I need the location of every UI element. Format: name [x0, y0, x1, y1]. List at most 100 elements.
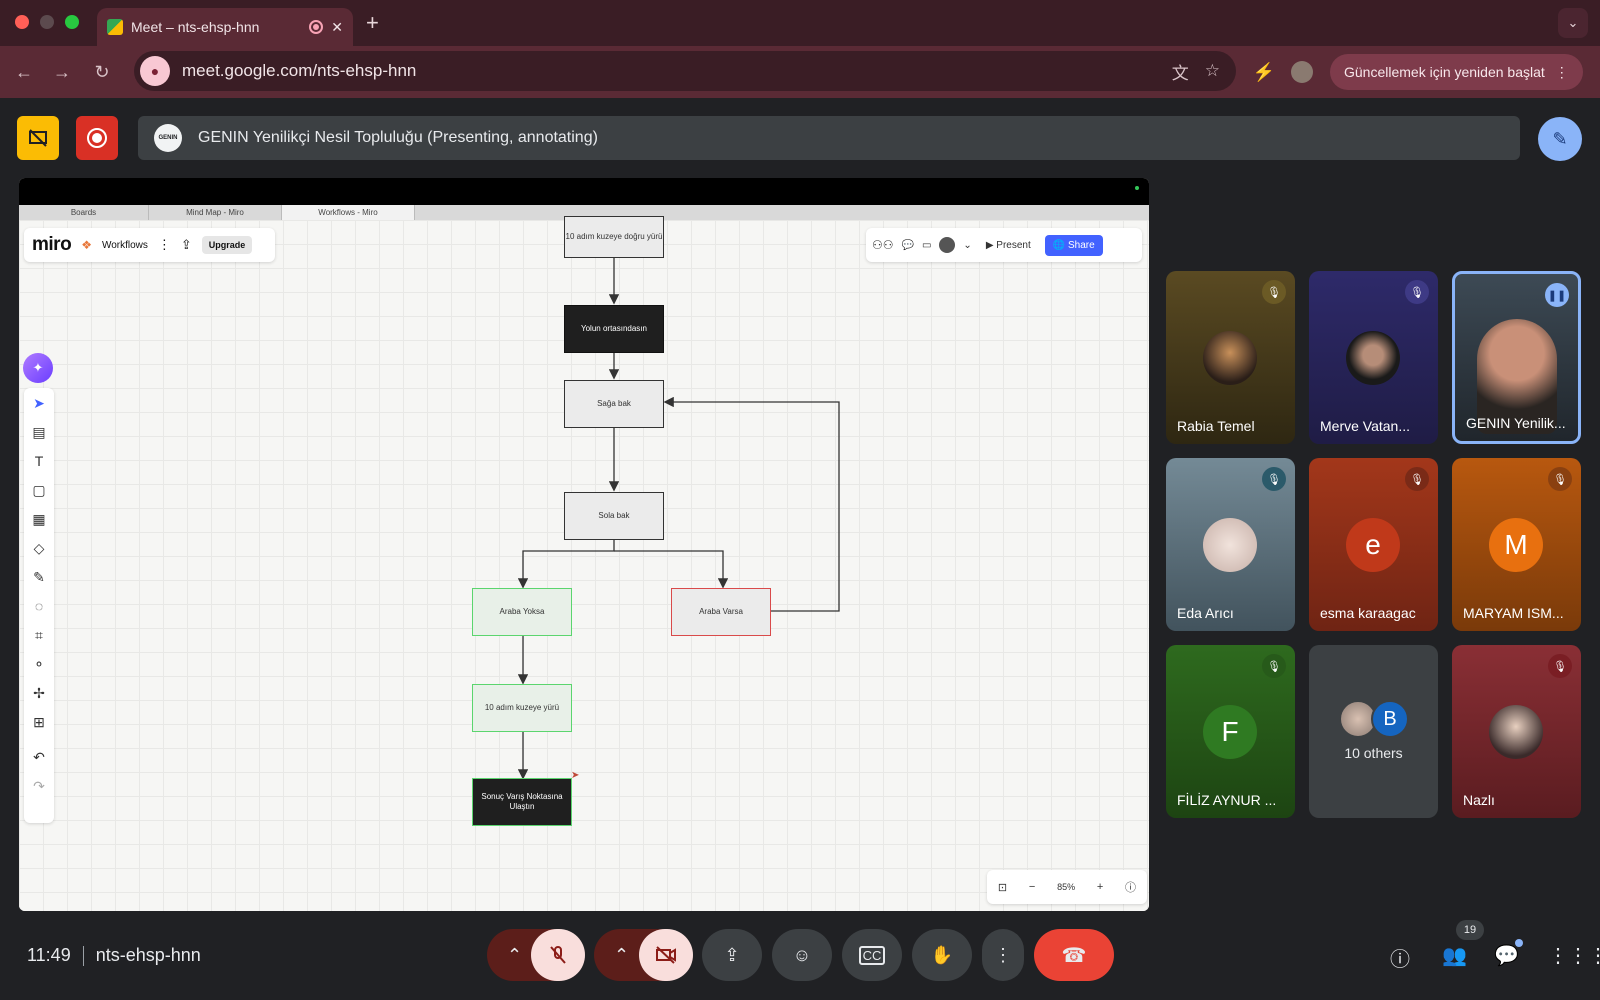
- diagram-icon[interactable]: ⚬: [33, 656, 45, 672]
- bookmark-star-icon[interactable]: ☆: [1204, 61, 1220, 80]
- zoom-out-button[interactable]: −: [1028, 881, 1036, 893]
- presentation-status-bar: GENIN GENIN Yenilikçi Nesil Topluluğu (P…: [138, 116, 1520, 160]
- mic-in-use-icon[interactable]: ●: [140, 56, 170, 86]
- relaunch-update-button[interactable]: Güncellemek için yeniden başlat ⋮: [1330, 54, 1583, 90]
- extensions-icon[interactable]: ⚡: [1252, 61, 1276, 82]
- back-button[interactable]: ←: [15, 61, 33, 82]
- video-icon[interactable]: ▭: [921, 239, 932, 251]
- flow-node-walk-north[interactable]: 10 adım kuzeye doğru yürü: [564, 216, 664, 258]
- forward-button[interactable]: →: [53, 61, 71, 82]
- participant-tile[interactable]: 🎙 M MARYAM ISM...: [1452, 458, 1581, 631]
- address-bar[interactable]: ● meet.google.com/nts-ehsp-hnn 文 ☆: [134, 51, 1236, 91]
- camera-feed: [1477, 319, 1557, 434]
- templates-icon[interactable]: ▤: [32, 424, 46, 440]
- captions-button[interactable]: CC: [842, 929, 902, 981]
- camera-toggle-button[interactable]: [639, 929, 693, 981]
- camera-dot-icon: [1135, 186, 1139, 190]
- url-text[interactable]: meet.google.com/nts-ehsp-hnn: [182, 61, 417, 80]
- minimize-window-button[interactable]: [40, 15, 54, 29]
- people-icon[interactable]: 👥: [1442, 945, 1467, 967]
- maximize-window-button[interactable]: [65, 15, 79, 29]
- export-icon[interactable]: ⇪: [180, 237, 192, 252]
- redo-icon[interactable]: ↷: [33, 778, 45, 794]
- table-icon[interactable]: ▦: [32, 511, 46, 527]
- flow-node-walk-north-10[interactable]: 10 adım kuzeye yürü: [472, 684, 572, 732]
- flow-node-look-right[interactable]: Sağa bak: [564, 380, 664, 428]
- participant-tile[interactable]: 🎙 Nazlı: [1452, 645, 1581, 818]
- reload-button[interactable]: ↻: [94, 61, 110, 82]
- sticky-note-icon[interactable]: ▢: [32, 482, 46, 498]
- user-avatar[interactable]: [939, 237, 956, 253]
- chat-icon[interactable]: 💬: [1494, 939, 1523, 968]
- profile-avatar[interactable]: [1288, 58, 1316, 86]
- annotate-button[interactable]: ✎: [1538, 117, 1582, 161]
- participant-name: GENIN Yenilik...: [1466, 415, 1566, 431]
- stop-presenting-button[interactable]: [17, 116, 59, 160]
- meeting-details-icon[interactable]: ⓘ: [1390, 949, 1410, 971]
- reactions-button[interactable]: ☺: [772, 929, 832, 981]
- tab-title: Meet – nts-ehsp-hnn: [131, 19, 260, 35]
- avatar: [1203, 331, 1257, 385]
- participant-tile[interactable]: 🎙 Merve Vatan...: [1309, 271, 1438, 444]
- more-menu-icon[interactable]: ⋮: [1554, 63, 1569, 80]
- more-options-button[interactable]: ⋮: [982, 929, 1024, 981]
- frame-icon[interactable]: ⌗: [35, 627, 43, 643]
- genin-logo: GENIN: [154, 124, 182, 152]
- fit-screen-icon[interactable]: ⊡: [997, 881, 1008, 894]
- present-screen-button[interactable]: ⇪: [702, 929, 762, 981]
- mindmap-icon[interactable]: ✢: [33, 685, 45, 701]
- ai-sparkle-button[interactable]: ✦: [23, 353, 53, 383]
- upgrade-button[interactable]: Upgrade: [201, 236, 253, 254]
- select-tool-icon[interactable]: ➤: [33, 395, 45, 411]
- comments-icon[interactable]: 💬: [901, 239, 914, 251]
- new-tab-button[interactable]: +: [366, 10, 379, 35]
- recording-button[interactable]: [76, 116, 118, 160]
- text-tool-icon[interactable]: T: [34, 453, 44, 469]
- participant-tile[interactable]: 🎙 e esma karaagac: [1309, 458, 1438, 631]
- help-icon[interactable]: ⓘ: [1125, 882, 1137, 894]
- reactions-icon[interactable]: ⚇⚇: [872, 238, 894, 252]
- pen-icon[interactable]: ✎: [33, 569, 45, 585]
- board-icon: ❖: [81, 238, 92, 252]
- record-icon: [87, 128, 107, 148]
- leave-call-button[interactable]: ☎: [1034, 929, 1114, 981]
- browser-toolbar: ← → ↻ ● meet.google.com/nts-ehsp-hnn 文 ☆…: [0, 46, 1600, 98]
- board-menu-icon[interactable]: ⋮: [157, 237, 171, 252]
- tab-search-button[interactable]: ⌄: [1558, 8, 1588, 38]
- mic-off-icon: [550, 946, 566, 964]
- close-tab-icon[interactable]: ✕: [331, 18, 343, 35]
- shapes-icon[interactable]: ◇: [33, 540, 45, 556]
- flow-node-look-left[interactable]: Sola bak: [564, 492, 664, 540]
- avatar-initial: M: [1489, 518, 1543, 572]
- board-name[interactable]: Workflows: [101, 239, 148, 251]
- pen-sparkle-icon: ✎: [1552, 128, 1568, 149]
- avatar: [1203, 518, 1257, 572]
- raise-hand-button[interactable]: ✋: [912, 929, 972, 981]
- comment-icon[interactable]: ◌: [34, 598, 44, 614]
- participant-tile[interactable]: 🎙 Eda Arıcı: [1166, 458, 1295, 631]
- translate-icon[interactable]: 文: [1171, 63, 1189, 83]
- others-tile[interactable]: B 10 others: [1309, 645, 1438, 818]
- participant-tile[interactable]: 🎙 Rabia Temel: [1166, 271, 1295, 444]
- close-window-button[interactable]: [15, 15, 29, 29]
- chevron-down-icon[interactable]: ⌄: [963, 239, 972, 251]
- miro-share-button[interactable]: 🌐 Share: [1044, 234, 1103, 256]
- activities-icon[interactable]: ⋮⋮⋮: [1548, 945, 1600, 967]
- divider: [82, 945, 84, 966]
- mic-toggle-button[interactable]: [531, 929, 585, 981]
- flow-node-arrived[interactable]: Sonuç Varış Noktasına Ulaştın: [472, 778, 572, 826]
- participant-tile[interactable]: 🎙 F FİLİZ AYNUR ...: [1166, 645, 1295, 818]
- mic-off-icon: 🎙: [1548, 467, 1572, 491]
- zoom-in-button[interactable]: +: [1096, 881, 1104, 893]
- undo-icon[interactable]: ↶: [33, 749, 45, 765]
- flow-node-middle-of-road[interactable]: Yolun ortasındasın: [564, 305, 664, 353]
- more-tools-icon[interactable]: ⊞: [33, 714, 45, 730]
- screen-top-bar: [19, 178, 1149, 205]
- flow-node-no-car[interactable]: Araba Yoksa: [472, 588, 572, 636]
- mic-off-icon: 🎙: [1405, 280, 1429, 304]
- presenting-label: GENIN Yenilikçi Nesil Topluluğu (Present…: [198, 129, 598, 146]
- participant-tile-speaking[interactable]: ❚❚ GENIN Yenilik...: [1452, 271, 1581, 444]
- flow-node-car-present[interactable]: Araba Varsa: [671, 588, 771, 636]
- browser-tab[interactable]: Meet – nts-ehsp-hnn ✕: [97, 8, 353, 46]
- miro-present-button[interactable]: ▶ Present: [985, 239, 1031, 251]
